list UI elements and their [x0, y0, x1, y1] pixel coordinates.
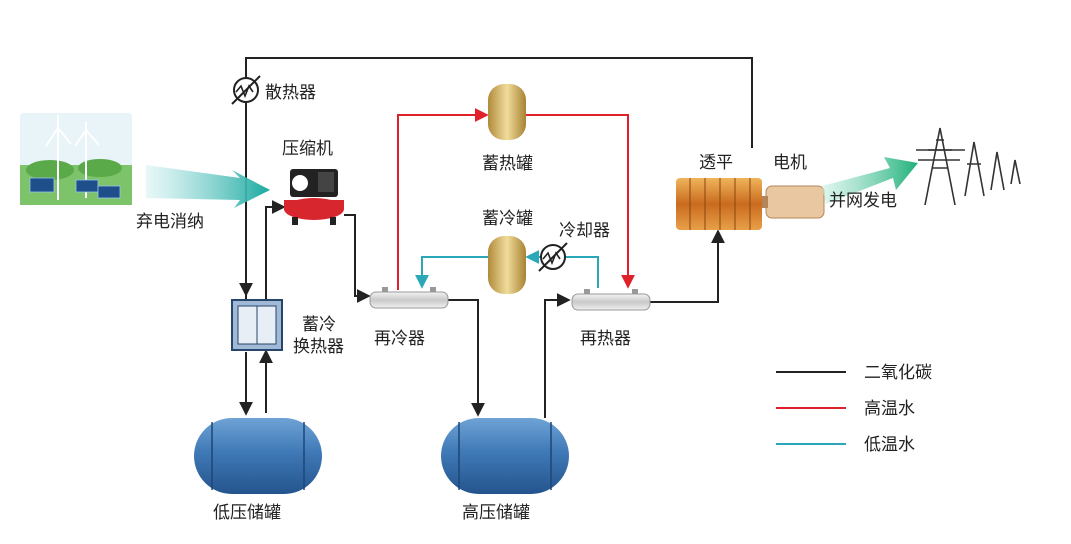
reheater-icon	[571, 289, 651, 311]
high-pressure-tank-icon	[441, 418, 569, 494]
cold-tank-label: 蓄冷罐	[482, 209, 533, 229]
legend-label-hot-water: 高温水	[864, 399, 915, 419]
heat-tank-icon	[488, 84, 526, 140]
cold-tank-icon	[488, 236, 526, 294]
legend-label-co2: 二氧化碳	[864, 363, 932, 383]
grid-output-arrow	[822, 157, 918, 204]
turbine-label: 透平	[699, 153, 733, 173]
low-tank-label: 低压储罐	[213, 503, 281, 523]
high-tank-label: 高压储罐	[462, 503, 530, 523]
co2-recooler-to-hightank	[448, 299, 485, 417]
hot-water-to-heat-tank	[397, 108, 489, 290]
cooler-icon	[538, 242, 568, 272]
compressor-icon	[284, 169, 344, 225]
motor-icon	[762, 185, 825, 219]
cold-hx-label-line2: 换热器	[293, 337, 344, 357]
hot-water-pipes	[397, 108, 635, 290]
radiator-icon	[231, 75, 261, 105]
recooler-label: 再冷器	[374, 329, 425, 349]
motor-label: 电机	[773, 153, 807, 173]
legend: 二氧化碳 高温水 低温水	[776, 363, 932, 455]
cold-water-to-recooler	[415, 256, 488, 289]
hot-water-to-reheater	[526, 114, 635, 289]
radiator-label: 散热器	[265, 83, 316, 103]
legend-label-cold-water: 低温水	[864, 435, 915, 455]
renewable-energy-icon	[20, 113, 132, 205]
cold-storage-hx-icon	[231, 299, 283, 351]
curtailment-label: 弃电消纳	[136, 212, 204, 232]
co2-compressor-to-recooler	[344, 214, 371, 303]
reheater-label: 再热器	[580, 329, 631, 349]
co2-reheater-to-turbine	[650, 229, 725, 303]
co2-hightank-to-reheater	[544, 293, 571, 418]
recooler-icon	[369, 287, 449, 309]
turbine-icon	[676, 178, 762, 230]
cooler-label: 冷却器	[559, 221, 610, 241]
cold-hx-label-line1: 蓄冷	[302, 315, 336, 335]
co2-hx-to-compressor	[265, 200, 286, 300]
curtailment-arrow	[146, 165, 270, 208]
low-pressure-tank-icon	[194, 418, 322, 494]
compressor-label: 压缩机	[282, 139, 333, 159]
power-tower-icon	[916, 127, 1021, 206]
heat-tank-label: 蓄热罐	[482, 154, 533, 174]
grid-label: 并网发电	[829, 191, 897, 211]
